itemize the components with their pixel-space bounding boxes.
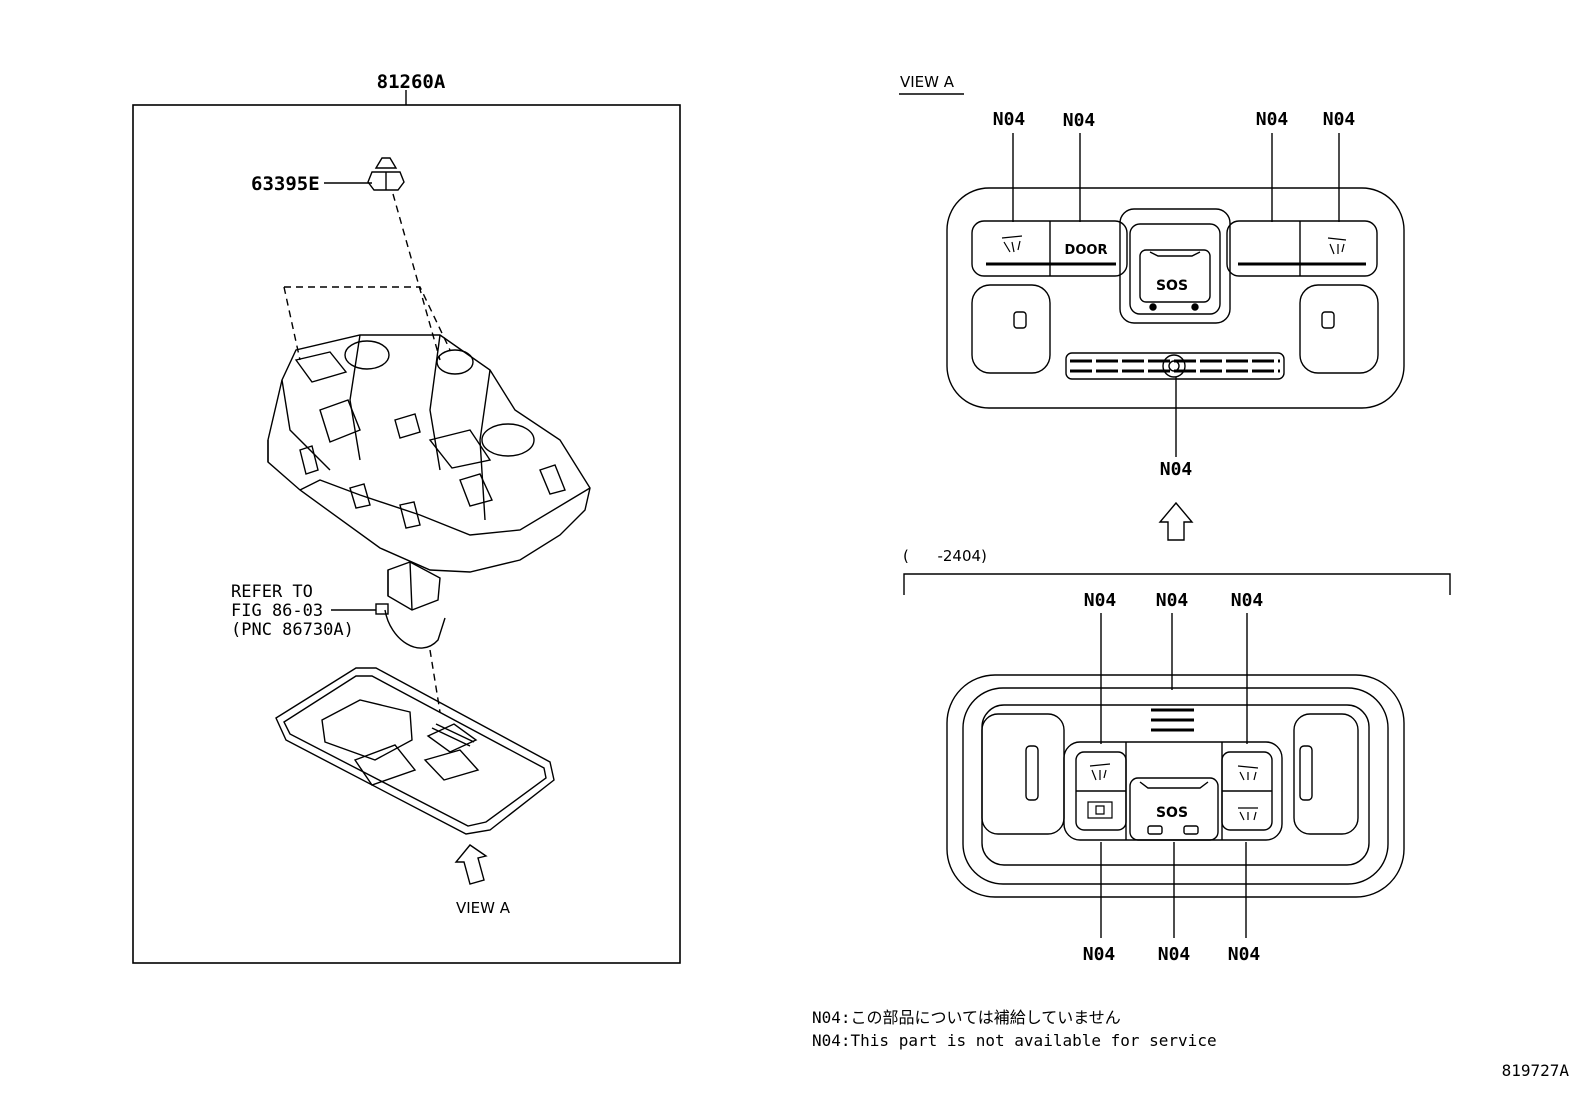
callout-n04: N04 [993,109,1026,130]
map-light-icon [1327,237,1347,255]
callout-n04: N04 [1158,944,1191,965]
map-light-icon [1001,235,1023,253]
view-a-heading: VIEW A [900,73,955,91]
lamp-cover [275,667,555,835]
refer-line-3: (PNC 86730A) [231,620,354,640]
callout-n04: N04 [1084,590,1117,611]
callout-n04: N04 [1160,459,1193,480]
refer-line-2: FIG 86-03 [231,601,323,621]
callout-n04: N04 [1063,110,1096,131]
assembly-frame [132,104,681,964]
view-arrow-icon [454,844,488,885]
lamp-housing [267,334,591,573]
map-light-icon [1089,763,1111,781]
view-a-bottom: ( -2404) N04 N04 N04 [903,547,1451,965]
note-english: N04:This part is not available for servi… [812,1031,1217,1050]
sensor-connector [375,561,446,649]
sos-button-label: SOS [1156,805,1188,821]
clip-icon [367,157,405,191]
up-arrow-icon [1158,501,1194,541]
refer-line-1: REFER TO [231,582,313,602]
figure-number: 819727A [1502,1061,1570,1080]
room-light-icon [1238,807,1258,821]
map-light-icon [1237,765,1259,781]
production-range: ( -2404) [903,547,987,565]
sos-button-label: SOS [1156,278,1188,294]
door-button-label: DOOR [1065,243,1108,258]
view-a-top: VIEW A N04 N04 N04 N04 DOOR SOS [899,73,1405,541]
assembly-part-number: 81260A [377,71,446,93]
callout-n04: N04 [1083,944,1116,965]
view-a-label: VIEW A [456,899,511,917]
callout-n04: N04 [1156,590,1189,611]
left-panel: 81260A 63395E [132,71,681,964]
clip-part-number: 63395E [251,173,320,195]
callout-n04: N04 [1228,944,1261,965]
door-light-icon [1087,801,1113,819]
callout-n04: N04 [1323,109,1356,130]
console-top: DOOR SOS [946,187,1405,409]
callout-n04: N04 [1256,109,1289,130]
callout-n04: N04 [1231,590,1264,611]
note-japanese: N04:この部品については補給していません [812,1008,1121,1027]
console-bottom: SOS [946,674,1405,898]
